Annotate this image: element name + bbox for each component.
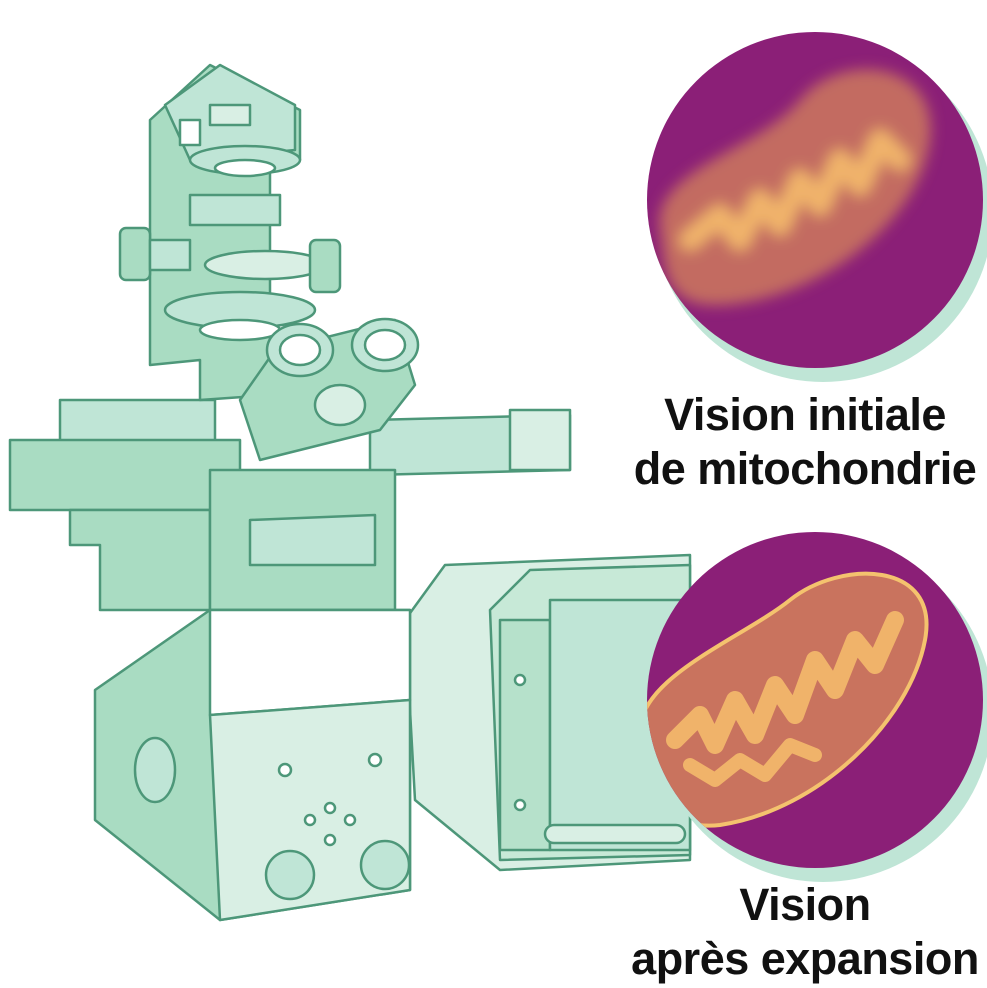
caption-expanded-line2: après expansion xyxy=(630,932,980,986)
caption-initial-line1: Vision initiale xyxy=(630,388,980,442)
lens-initial xyxy=(647,32,987,382)
camera-housing xyxy=(405,555,690,870)
microscope-body xyxy=(210,470,395,610)
stage-arm-left xyxy=(10,400,240,610)
caption-expanded-line1: Vision xyxy=(630,878,980,932)
stage-arm-right xyxy=(370,410,570,475)
caption-expanded: Vision après expansion xyxy=(630,878,980,986)
caption-initial: Vision initiale de mitochondrie xyxy=(630,388,980,496)
microscope-base xyxy=(95,610,410,920)
caption-initial-line2: de mitochondrie xyxy=(630,442,980,496)
microscope-illustration xyxy=(10,65,690,920)
lens-expanded xyxy=(639,532,987,882)
